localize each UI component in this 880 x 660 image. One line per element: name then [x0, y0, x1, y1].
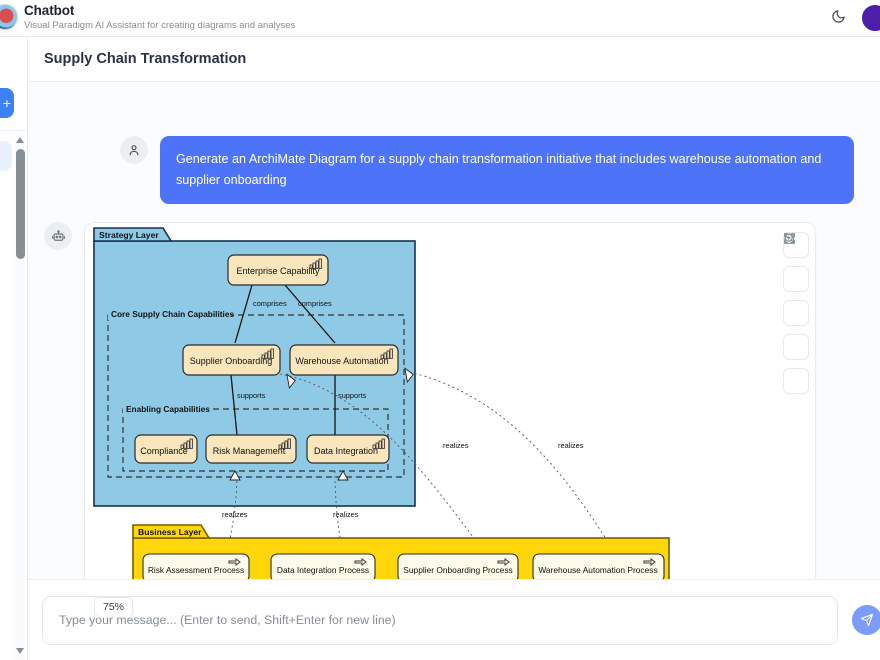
svg-text:Risk Assessment Process: Risk Assessment Process: [148, 565, 244, 575]
diagram-canvas[interactable]: Strategy Layer Core Supply Chain Capabil…: [85, 223, 815, 616]
svg-text:Strategy Layer: Strategy Layer: [99, 230, 159, 240]
element-enterprise-capability: Enterprise Capability: [227, 254, 329, 286]
sidebar-scroll-thumb[interactable]: [16, 149, 25, 259]
element-warehouse-automation-process: Warehouse Automation Process: [532, 553, 665, 583]
zoom-in-icon[interactable]: [783, 232, 809, 258]
brand-block: Chatbot Visual Paradigm AI Assistant for…: [24, 3, 296, 32]
svg-text:Business Layer: Business Layer: [138, 527, 202, 537]
fullscreen-icon[interactable]: [783, 233, 809, 394]
message-composer: [28, 579, 880, 660]
app-title: Chatbot: [24, 3, 75, 19]
svg-text:Data Integration Process: Data Integration Process: [277, 565, 369, 575]
user-message: Generate an ArchiMate Diagram for a supp…: [120, 136, 854, 205]
assistant-message: Strategy Layer Core Supply Chain Capabil…: [44, 222, 816, 616]
svg-text:realizes: realizes: [443, 441, 469, 450]
sidebar-scrollbar[interactable]: [15, 135, 25, 660]
sidebar-divider: [0, 130, 27, 131]
svg-text:Warehouse Automation: Warehouse Automation: [295, 356, 388, 366]
element-supplier-onboarding: Supplier Onboarding: [182, 344, 281, 376]
svg-text:Compliance: Compliance: [140, 446, 188, 456]
svg-text:supports: supports: [237, 391, 266, 400]
scroll-up-arrow-icon[interactable]: [16, 137, 24, 143]
fit-screen-icon[interactable]: [783, 233, 809, 360]
element-data-integration-process: Data Integration Process: [270, 553, 376, 583]
sidebar: +: [0, 37, 28, 660]
svg-text:Core Supply Chain Capabilities: Core Supply Chain Capabilities: [111, 309, 234, 319]
diagram-toolbar: [783, 232, 809, 394]
zoom-level-badge[interactable]: 75%: [94, 597, 134, 616]
main-panel: Supply Chain Transformation Generate an …: [28, 37, 880, 660]
chat-scroll-area[interactable]: Generate an ArchiMate Diagram for a supp…: [28, 82, 880, 616]
avatar[interactable]: [860, 3, 880, 33]
core-capabilities-group: Core Supply Chain Capabilities: [107, 308, 405, 478]
svg-text:realizes: realizes: [333, 510, 359, 519]
svg-text:Data Integration: Data Integration: [314, 446, 378, 456]
svg-text:realizes: realizes: [558, 441, 584, 450]
element-data-integration: Data Integration: [306, 434, 390, 464]
svg-text:Risk Management: Risk Management: [213, 446, 286, 456]
element-warehouse-automation: Warehouse Automation: [289, 344, 399, 376]
page-title: Supply Chain Transformation: [44, 51, 247, 67]
page-header: Supply Chain Transformation: [28, 37, 880, 82]
element-compliance: Compliance: [134, 434, 198, 464]
send-button[interactable]: [852, 605, 880, 635]
svg-text:realizes: realizes: [222, 510, 248, 519]
zoom-out-icon[interactable]: [783, 233, 809, 292]
user-message-text: Generate an ArchiMate Diagram for a supp…: [160, 136, 854, 205]
visual-paradigm-logo-icon: [0, 4, 18, 30]
top-bar: Chatbot Visual Paradigm AI Assistant for…: [0, 0, 880, 37]
element-supplier-onboarding-process: Supplier Onboarding Process: [397, 553, 519, 583]
element-risk-management: Risk Management: [205, 434, 297, 464]
svg-text:Enterprise Capability: Enterprise Capability: [236, 266, 320, 276]
svg-text:Supplier Onboarding Process: Supplier Onboarding Process: [403, 565, 512, 575]
svg-text:comprises: comprises: [253, 299, 287, 308]
sidebar-chat-item[interactable]: [0, 141, 12, 171]
diagram-card[interactable]: Strategy Layer Core Supply Chain Capabil…: [84, 222, 816, 616]
svg-text:Enabling Capabilities: Enabling Capabilities: [126, 404, 210, 414]
svg-text:Warehouse Automation Process: Warehouse Automation Process: [538, 565, 657, 575]
new-chat-button[interactable]: +: [0, 88, 14, 118]
archimate-diagram: Strategy Layer Core Supply Chain Capabil…: [93, 227, 670, 616]
robot-icon: [44, 222, 72, 250]
message-input[interactable]: [42, 595, 838, 645]
reset-icon[interactable]: [783, 233, 809, 326]
moon-icon[interactable]: [831, 9, 846, 27]
scroll-down-arrow-icon[interactable]: [16, 648, 24, 654]
top-bar-actions: [831, 3, 880, 33]
svg-text:Supplier Onboarding: Supplier Onboarding: [190, 356, 273, 366]
svg-text:comprises: comprises: [298, 299, 332, 308]
element-risk-assessment-process: Risk Assessment Process: [142, 553, 250, 583]
person-icon: [120, 136, 148, 164]
svg-text:supports: supports: [338, 391, 367, 400]
app-subtitle: Visual Paradigm AI Assistant for creatin…: [24, 20, 296, 32]
